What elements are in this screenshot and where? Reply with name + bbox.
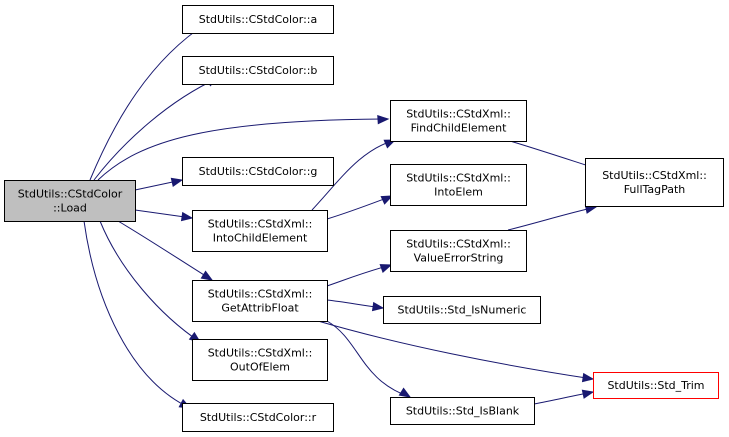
node-label: StdUtils::CStdXml:: — [406, 172, 511, 185]
node-valueerror[interactable]: StdUtils::CStdXml::ValueErrorString — [390, 230, 527, 272]
edge-line — [311, 139, 396, 211]
node-box[interactable] — [390, 230, 527, 272]
edge-line — [83, 220, 191, 409]
edge-arrowhead — [398, 387, 412, 398]
node-label: GetAttribFloat — [221, 302, 299, 315]
node-label: StdUtils::CStdXml:: — [208, 218, 313, 231]
node-label: StdUtils::Std_IsBlank — [406, 405, 520, 418]
node-r[interactable]: StdUtils::CStdColor::r — [182, 403, 334, 432]
node-box[interactable] — [390, 100, 527, 142]
edge-getattrib-to-trim — [317, 320, 595, 383]
node-label: StdUtils::CStdXml:: — [406, 108, 511, 121]
node-label: StdUtils::CStdColor::g — [199, 165, 318, 178]
node-box[interactable] — [593, 372, 719, 399]
node-a[interactable]: StdUtils::CStdColor::a — [182, 5, 334, 34]
node-label: FullTagPath — [624, 183, 686, 196]
edge-load-to-a — [89, 22, 209, 181]
edge-line — [93, 77, 219, 181]
edge-line — [97, 118, 389, 181]
node-label: IntoChildElement — [213, 232, 308, 245]
edge-line — [326, 320, 411, 398]
edge-arrowhead — [380, 195, 394, 205]
edge-load-to-intochild — [134, 209, 194, 222]
node-load[interactable]: StdUtils::CStdColor::Load — [4, 180, 136, 222]
node-label: StdUtils::CStdXml:: — [208, 288, 313, 301]
nodes-layer: StdUtils::CStdColor::LoadStdUtils::CStdC… — [4, 5, 724, 432]
edge-line — [99, 220, 201, 343]
node-label: StdUtils::Std_Trim — [607, 379, 704, 392]
edge-load-to-findchild — [97, 114, 390, 181]
edge-line — [507, 206, 597, 231]
edge-arrowhead — [581, 389, 595, 399]
node-label: ::Load — [53, 202, 87, 215]
node-box[interactable] — [192, 339, 328, 381]
node-box[interactable] — [383, 296, 541, 324]
node-label: FindChildElement — [411, 122, 508, 135]
edge-arrowhead — [581, 372, 595, 383]
node-fulltag[interactable]: StdUtils::CStdXml::FullTagPath — [585, 158, 724, 207]
node-label: StdUtils::CStdXml:: — [208, 347, 313, 360]
node-box[interactable] — [192, 280, 328, 322]
edge-arrowhead — [200, 270, 214, 281]
node-box[interactable] — [182, 403, 334, 432]
node-label: IntoElem — [434, 186, 483, 199]
edge-getattrib-to-valueerror — [326, 264, 393, 287]
edge-line — [317, 320, 594, 380]
node-getattrib[interactable]: StdUtils::CStdXml::GetAttribFloat — [192, 280, 328, 322]
node-findchild[interactable]: StdUtils::CStdXml::FindChildElement — [390, 100, 527, 142]
node-label: StdUtils::Std_IsNumeric — [398, 304, 527, 317]
node-label: ValueErrorString — [414, 252, 504, 265]
edge-arrowhead — [377, 114, 390, 125]
node-box[interactable] — [390, 164, 527, 206]
node-isblank[interactable]: StdUtils::Std_IsBlank — [390, 397, 535, 425]
node-intochild[interactable]: StdUtils::CStdXml::IntoChildElement — [192, 210, 328, 252]
node-box[interactable] — [182, 5, 334, 34]
node-g[interactable]: StdUtils::CStdColor::g — [182, 157, 334, 186]
edge-getattrib-to-isnumeric — [326, 299, 385, 312]
node-trim[interactable]: StdUtils::Std_Trim — [593, 372, 719, 399]
edge-load-to-outofelem — [99, 220, 202, 343]
edge-valueerror-to-fulltag — [507, 204, 598, 231]
node-label: StdUtils::CStdXml:: — [406, 238, 511, 251]
edge-isblank-to-trim — [533, 389, 595, 405]
edge-line — [89, 22, 208, 181]
edge-load-to-r — [83, 220, 192, 409]
node-box[interactable] — [585, 158, 724, 207]
node-label: StdUtils::CStdXml:: — [602, 169, 707, 182]
edge-arrowhead — [170, 177, 184, 187]
node-isnumeric[interactable]: StdUtils::Std_IsNumeric — [383, 296, 541, 324]
node-label: StdUtils::CStdColor::r — [200, 411, 317, 424]
node-label: StdUtils::CStdColor — [18, 188, 123, 201]
edge-getattrib-to-isblank — [326, 320, 412, 398]
node-b[interactable]: StdUtils::CStdColor::b — [182, 56, 334, 85]
edge-intochild-to-intoelem — [326, 195, 394, 220]
node-box[interactable] — [192, 210, 328, 252]
node-box[interactable] — [182, 157, 334, 186]
edge-arrowhead — [371, 301, 385, 312]
node-label: StdUtils::CStdColor::b — [199, 64, 318, 77]
node-label: StdUtils::CStdColor::a — [199, 13, 318, 26]
edge-load-to-getattrib — [117, 220, 214, 281]
node-box[interactable] — [4, 180, 136, 222]
node-box[interactable] — [182, 56, 334, 85]
node-label: OutOfElem — [230, 361, 290, 374]
node-box[interactable] — [390, 397, 535, 425]
edge-load-to-g — [134, 177, 184, 191]
edge-arrowhead — [379, 264, 393, 273]
edges-layer — [83, 22, 600, 409]
edge-line — [117, 220, 213, 281]
edge-arrowhead — [180, 211, 194, 222]
node-outofelem[interactable]: StdUtils::CStdXml::OutOfElem — [192, 339, 328, 381]
node-intoelem[interactable]: StdUtils::CStdXml::IntoElem — [390, 164, 527, 206]
